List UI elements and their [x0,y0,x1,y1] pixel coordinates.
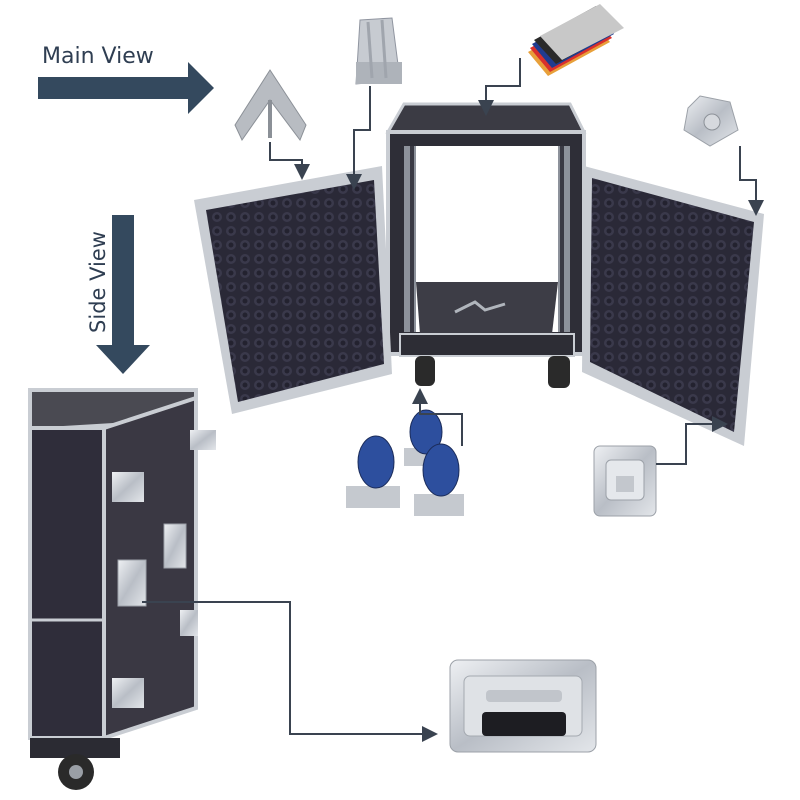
rack-case [385,102,587,388]
side-view-arrow [96,215,150,374]
right-door [582,166,764,446]
connector-lines [142,58,764,742]
recessed-latch-image [593,445,657,517]
main-view-arrow [38,62,214,114]
extrusion-image [355,17,402,85]
recessed-handle-image [449,659,597,753]
butterfly-latch-image [683,95,739,147]
left-door [194,166,392,414]
caster-wheels-image [346,409,464,516]
main-view-label: Main View [42,44,154,69]
side-view-case [28,388,216,790]
corner-profile-image [234,69,307,142]
panel-samples-image [528,4,624,76]
